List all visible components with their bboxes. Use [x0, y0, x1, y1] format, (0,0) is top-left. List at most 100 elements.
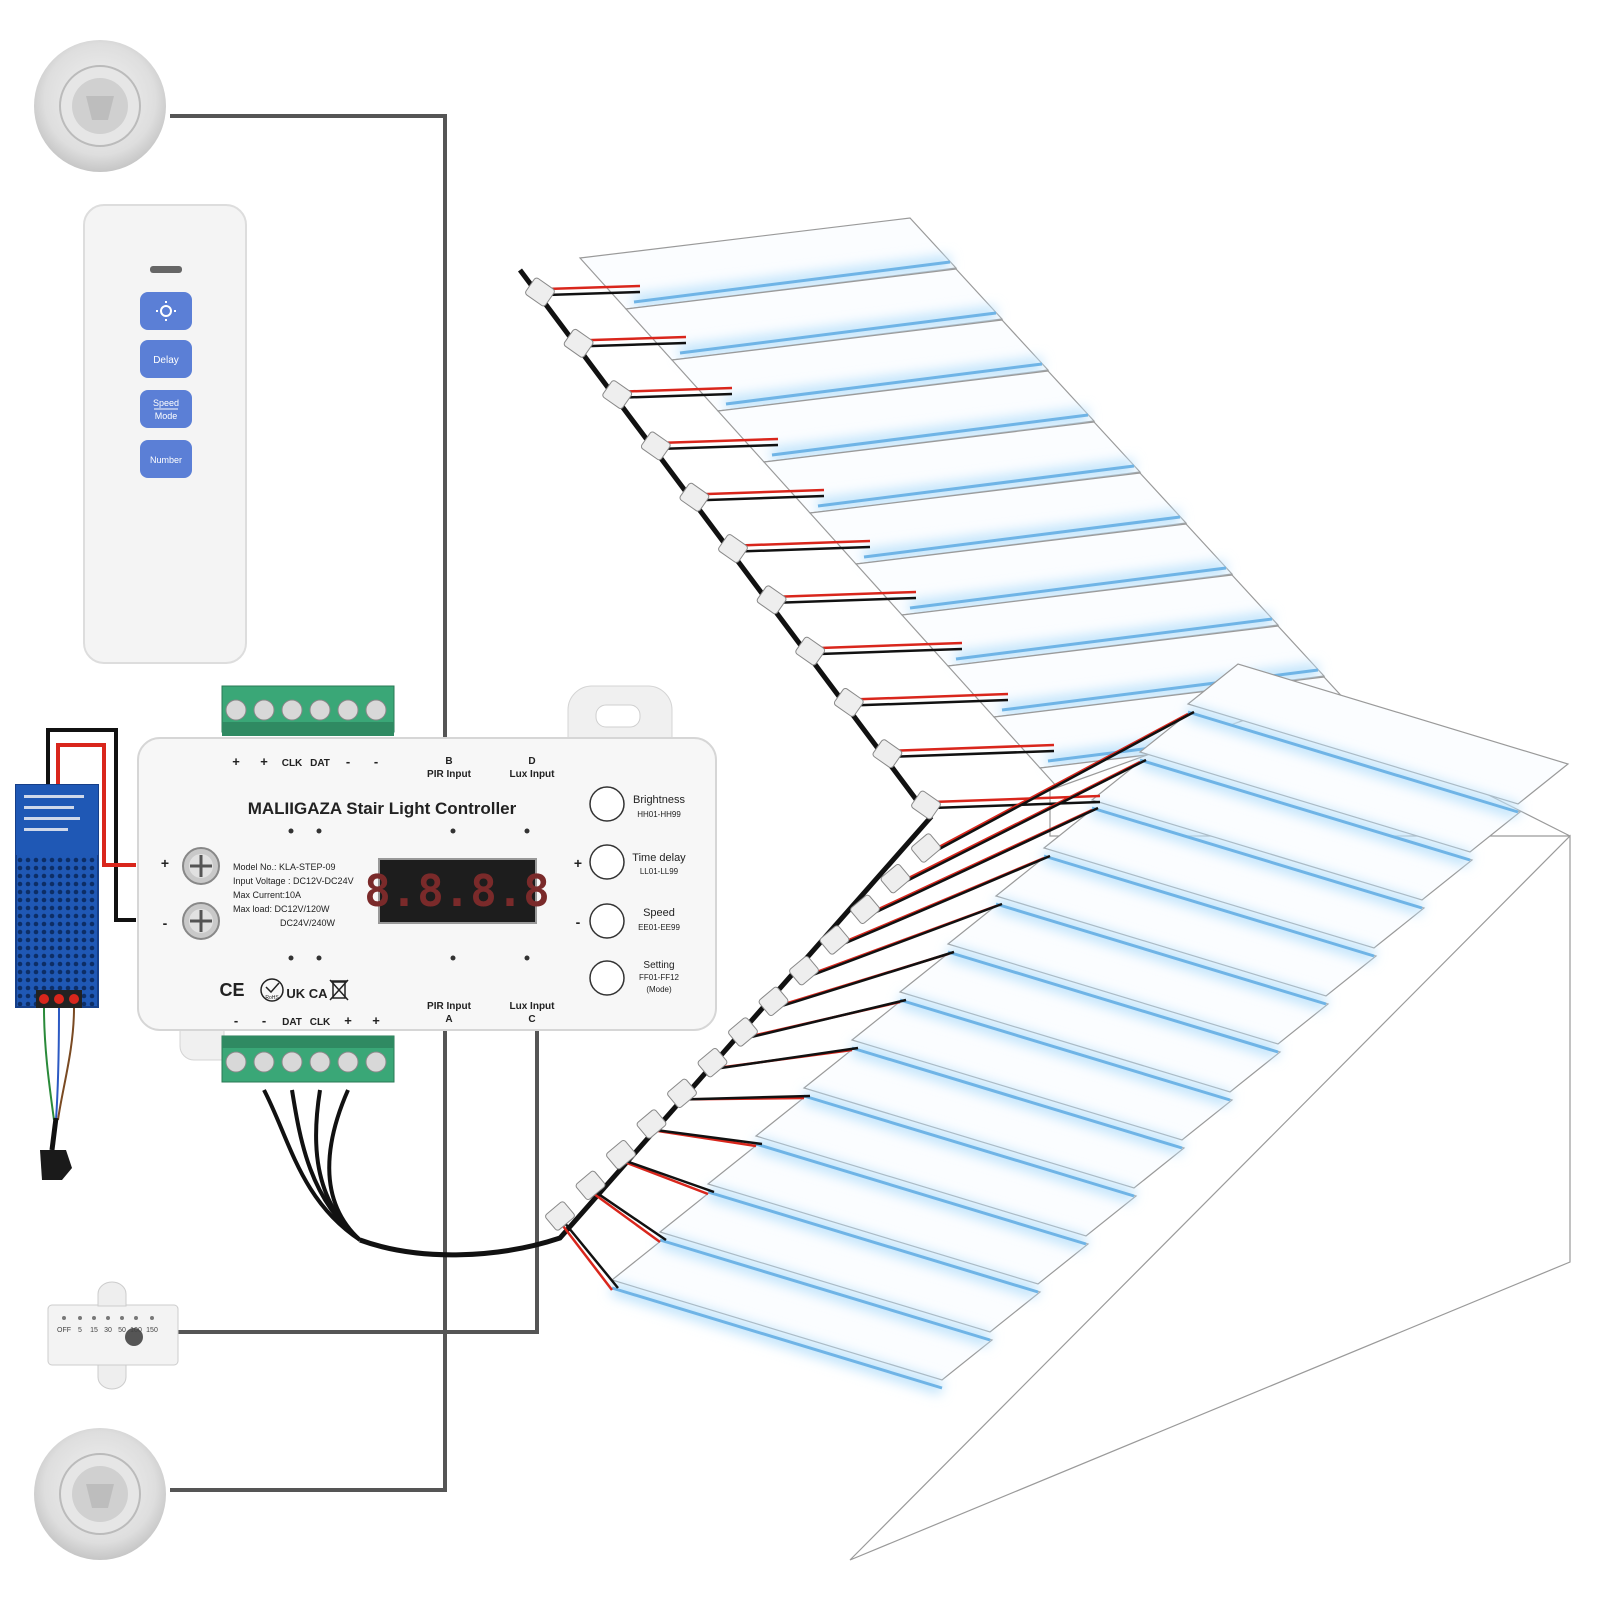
lower-splice-connector: [545, 1201, 575, 1231]
lower-black-lead: [777, 950, 955, 1009]
spec-current: Max Current:10A: [233, 890, 301, 900]
power-supply: [15, 728, 136, 1180]
lower-step-led-strip: [995, 902, 1327, 1006]
lower-step-tread: [1138, 711, 1522, 853]
brightness-button[interactable]: [589, 786, 625, 822]
setting-range: FF01-FF12: [639, 973, 680, 982]
sun-icon: [156, 301, 176, 321]
lower-step-led-strip: [659, 1238, 991, 1342]
lower-black-lead: [624, 1159, 715, 1194]
spec-voltage: Input Voltage : DC12V-DC24V: [233, 876, 354, 886]
spec-load-24v: DC24V/240W: [280, 918, 336, 928]
upper-black-lead: [893, 749, 1055, 758]
lower-splice-connector: [880, 864, 911, 894]
upper-splice-connector: [679, 482, 710, 512]
lower-splice-connector: [850, 894, 880, 924]
upper-splice-connector: [563, 328, 594, 358]
lux-scale-150: 150: [146, 1327, 158, 1334]
input-b-label: PIR Input: [427, 769, 472, 780]
upper-black-lead: [623, 392, 733, 399]
lower-step-led-strip: [899, 998, 1231, 1102]
upper-step-led-strip: [817, 464, 1135, 508]
time-delay-sign: +: [574, 855, 582, 871]
upper-red-lead: [700, 488, 825, 496]
upper-red-lead: [854, 692, 1009, 701]
spec-model: Model No.: KLA-STEP-09: [233, 862, 336, 872]
input-d-letter: D: [528, 756, 535, 767]
brightness-label: Brightness: [633, 794, 685, 806]
upper-black-lead: [661, 443, 779, 451]
upper-red-lead: [893, 743, 1055, 752]
top-terminal-3: CLK: [282, 758, 303, 769]
bottom-terminal-1: -: [234, 1013, 238, 1028]
remote-control: Delay Speed Mode Number: [83, 204, 247, 664]
upper-black-lead: [854, 698, 1009, 707]
upper-red-lead: [623, 386, 733, 393]
lower-black-lead: [807, 902, 1003, 978]
upper-splice-connector: [718, 534, 748, 563]
remote-brightness-button[interactable]: [140, 292, 192, 330]
top-terminal-5: -: [346, 754, 350, 769]
input-c-letter: C: [528, 1014, 535, 1025]
lower-black-lead: [746, 998, 907, 1040]
upper-splice-connector: [795, 636, 826, 666]
lower-black-lead: [685, 1094, 811, 1101]
lower-step-tread: [802, 1047, 1186, 1189]
rohs-text: RoHS: [265, 995, 279, 1001]
speed-range: EE01-EE99: [638, 923, 680, 932]
upper-splice-connector: [756, 585, 787, 615]
lower-step-led-strip: [1091, 806, 1423, 910]
brightness-range: HH01-HH99: [637, 810, 681, 819]
time-delay-label: Time delay: [632, 852, 686, 864]
upper-splice-connector: [525, 277, 555, 307]
lux-scale-30: 30: [104, 1327, 112, 1334]
pir-sensor-bottom: [34, 1428, 166, 1560]
upper-splice-connector: [640, 431, 671, 461]
wire-top-pir: [170, 114, 447, 740]
lux-scale-off: OFF: [57, 1327, 71, 1334]
bottom-terminal-2: -: [262, 1013, 266, 1028]
controller-title: MALIIGAZA Stair Light Controller: [248, 799, 517, 818]
time-delay-button[interactable]: [589, 844, 625, 880]
lower-splice-connector: [606, 1140, 636, 1170]
lower-splice-connector: [697, 1048, 728, 1078]
staircase: [578, 217, 1571, 1561]
lower-step-tread: [706, 1143, 1090, 1285]
upper-red-lead: [584, 335, 687, 342]
bottom-terminal-4: CLK: [310, 1017, 331, 1028]
upper-black-lead: [816, 647, 963, 656]
power-plus-label: +: [161, 855, 169, 871]
lower-step-tread: [850, 999, 1234, 1141]
setting-button[interactable]: [589, 960, 625, 996]
pir-sensor-top: [34, 40, 166, 172]
upper-red-lead: [777, 590, 917, 599]
bottom-terminal-5: +: [344, 1013, 352, 1028]
lower-step-led-strip: [851, 1046, 1183, 1150]
weee-bin-icon: [329, 979, 349, 1001]
speed-label: Speed: [643, 907, 675, 919]
upper-black-lead: [584, 341, 687, 348]
lower-red-lead: [620, 1159, 709, 1196]
upper-step-led-strip: [955, 617, 1273, 661]
wire-bottom-pir: [170, 1030, 447, 1492]
speed-button[interactable]: [589, 903, 625, 939]
lower-black-lead: [838, 854, 1051, 948]
upper-splice-connector: [872, 739, 903, 769]
upper-step-led-strip: [633, 260, 951, 304]
remote-delay-label: Delay: [153, 355, 179, 366]
lower-black-lead: [593, 1190, 667, 1242]
upper-red-lead: [816, 641, 963, 650]
lower-black-lead: [655, 1128, 763, 1146]
upper-splice-connector: [911, 790, 941, 820]
remote-number-button[interactable]: [140, 440, 192, 478]
upper-step-led-strip: [771, 413, 1089, 457]
lower-step-tread: [1186, 663, 1570, 805]
upper-splice-connector: [833, 688, 864, 717]
remote-delay-button[interactable]: [140, 340, 192, 378]
top-terminal-6: -: [374, 754, 378, 769]
upper-black-lead: [738, 545, 871, 553]
upper-black-lead: [545, 290, 641, 297]
lower-step-tread: [1042, 807, 1426, 949]
lower-splice-connector: [728, 1017, 758, 1047]
lower-step-tread: [754, 1095, 1138, 1237]
